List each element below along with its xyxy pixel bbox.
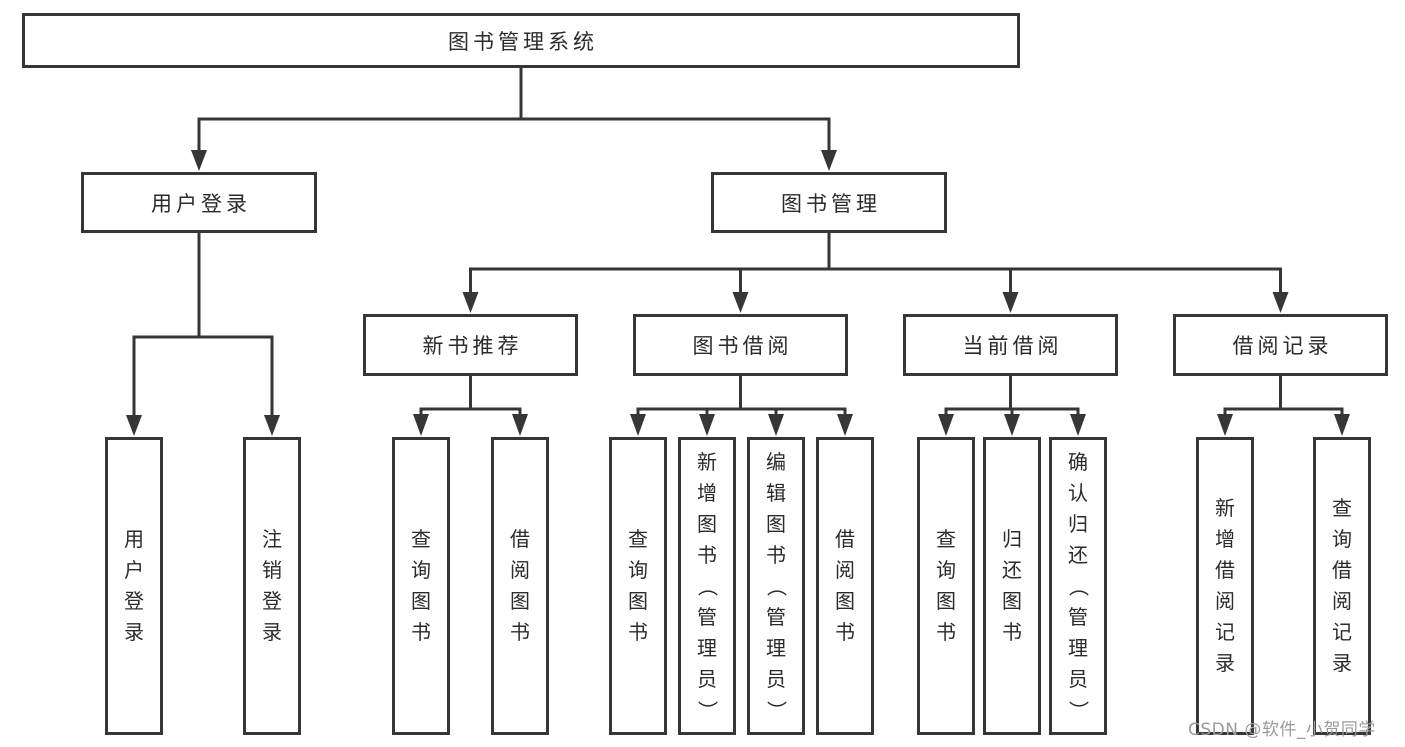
node-label: 查询借阅记录 [1332, 496, 1352, 675]
leaf-borrowing-edit-books-admin: 编辑图书（管理员） [747, 437, 805, 735]
node-label: 新增借阅记录 [1215, 496, 1235, 675]
node-book-management: 图书管理 [711, 172, 947, 233]
node-current-borrowing: 当前借阅 [903, 314, 1118, 376]
node-label: 当前借阅 [962, 334, 1063, 358]
leaf-user-login: 用户登录 [105, 437, 163, 735]
node-label: 确认归还（管理员） [1066, 449, 1091, 721]
leaf-borrowing-add-books-admin: 新增图书（管理员） [678, 437, 736, 735]
leaf-current-return-books: 归还图书 [983, 437, 1041, 735]
node-label: 注销登录 [262, 527, 282, 644]
node-label: 编辑图书（管理员） [764, 449, 789, 721]
node-label: 用户登录 [124, 527, 144, 644]
leaf-current-confirm-return-admin: 确认归还（管理员） [1049, 437, 1107, 735]
node-label: 查询图书 [411, 527, 431, 644]
leaf-borrowing-query-books: 查询图书 [609, 437, 667, 735]
leaf-records-add-borrow-record: 新增借阅记录 [1196, 437, 1254, 735]
csdn-watermark: CSDN @软件_小贺同学 [1188, 720, 1376, 740]
node-user-login: 用户登录 [81, 172, 317, 233]
node-label: 图书借阅 [692, 334, 793, 358]
leaf-logout: 注销登录 [243, 437, 301, 735]
node-label: 用户登录 [151, 191, 251, 216]
leaf-records-query-borrow-record: 查询借阅记录 [1313, 437, 1371, 735]
node-label: 新书推荐 [422, 334, 523, 358]
node-library-management-system: 图书管理系统 [22, 13, 1020, 68]
node-label: 新增图书（管理员） [695, 449, 720, 721]
node-label: 查询图书 [936, 527, 956, 644]
node-label: 图书管理 [781, 191, 881, 216]
leaf-borrowing-borrow-books: 借阅图书 [816, 437, 874, 735]
node-borrowing-records: 借阅记录 [1173, 314, 1388, 376]
node-label: 图书管理系统 [448, 29, 598, 54]
leaf-recommend-query-books: 查询图书 [392, 437, 450, 735]
node-book-borrowing: 图书借阅 [633, 314, 848, 376]
node-label: 借阅图书 [510, 527, 530, 644]
leaf-recommend-borrow-books: 借阅图书 [491, 437, 549, 735]
node-label: 借阅图书 [835, 527, 855, 644]
node-label: 借阅记录 [1232, 334, 1333, 358]
node-label: 查询图书 [628, 527, 648, 644]
leaf-current-query-books: 查询图书 [917, 437, 975, 735]
node-label: 归还图书 [1002, 527, 1022, 644]
node-new-book-recommendation: 新书推荐 [363, 314, 578, 376]
